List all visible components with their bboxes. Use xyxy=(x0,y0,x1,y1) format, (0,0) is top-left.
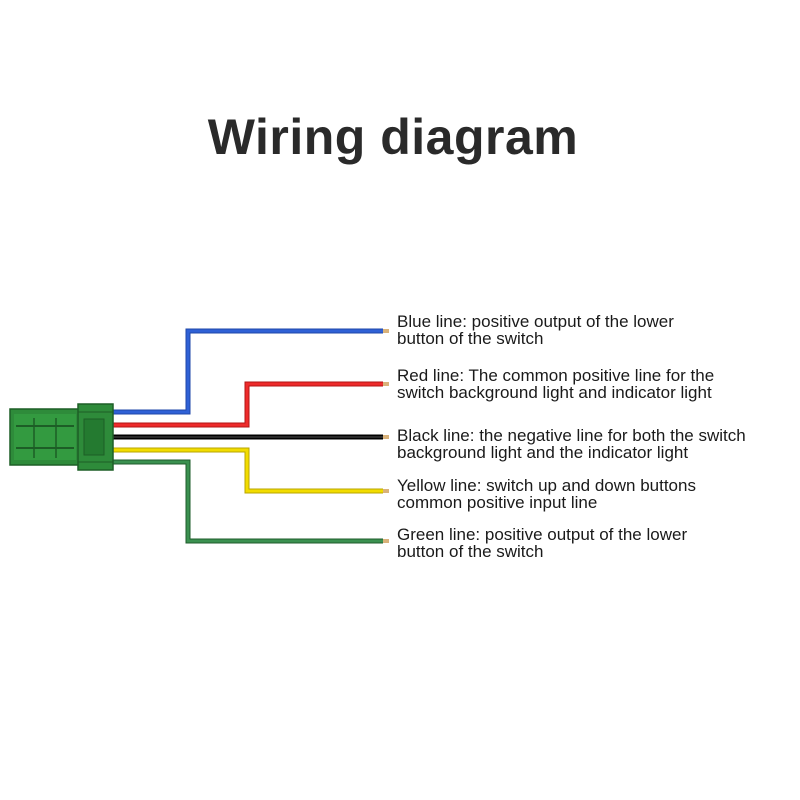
label-blue-line: Blue line: positive output of the lower … xyxy=(397,312,674,348)
wire-red xyxy=(113,381,389,428)
wire-yellow xyxy=(113,447,389,494)
label-yellow-line: Yellow line: switch up and down buttons … xyxy=(397,476,696,512)
label-red-line: Red line: The common positive line for t… xyxy=(397,366,715,402)
wire-blue xyxy=(113,328,389,415)
wire-black xyxy=(113,434,389,440)
label-green-line: Green line: positive output of the lower… xyxy=(397,525,688,561)
connector-plug xyxy=(9,403,114,471)
label-black-line: Black line: the negative line for both t… xyxy=(397,426,746,462)
wire-green xyxy=(113,459,389,544)
diagram-title: Wiring diagram xyxy=(207,109,579,165)
